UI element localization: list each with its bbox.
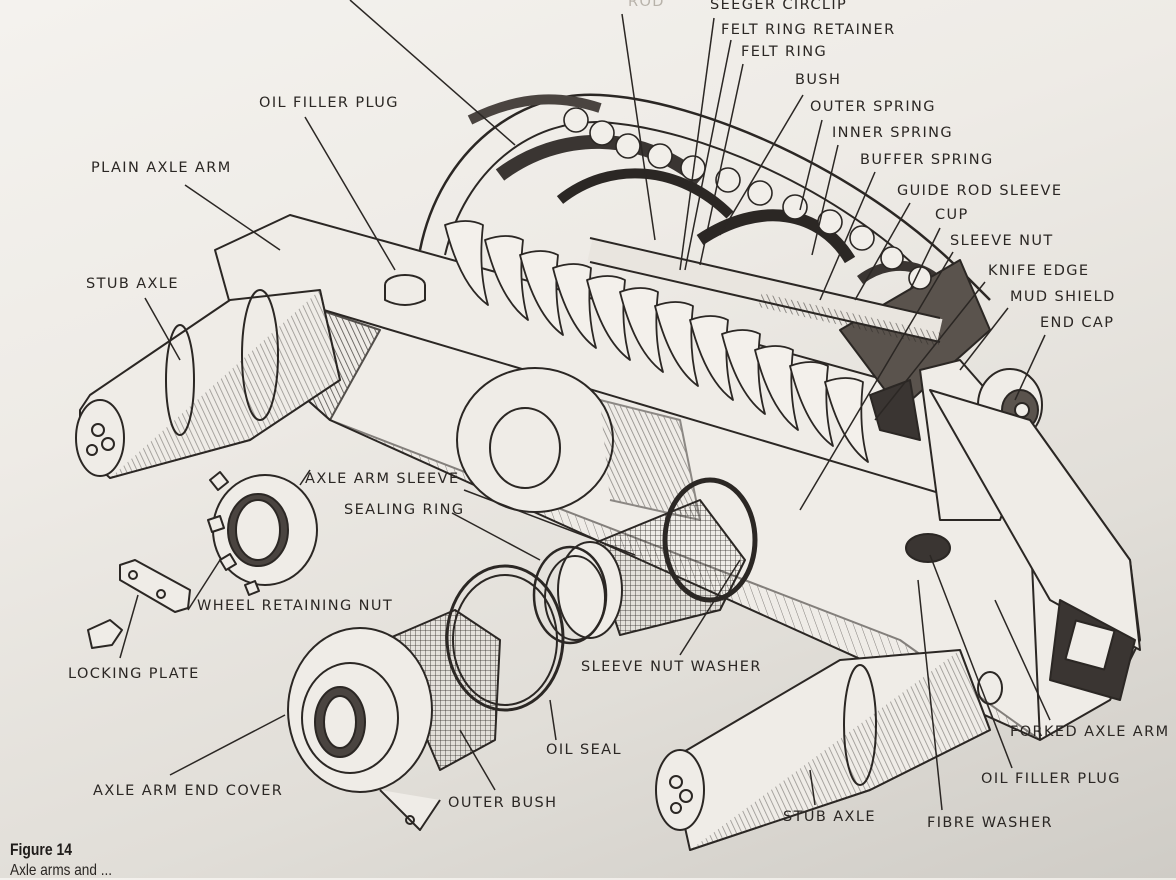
label-cup: CUP — [935, 207, 969, 223]
inner-spring-coils — [444, 220, 869, 463]
label-fibre-washer: FIBRE WASHER — [927, 815, 1054, 831]
label-stub-axle-left: STUB AXLE — [86, 276, 179, 292]
label-plain-axle-arm: PLAIN AXLE ARM — [91, 160, 232, 176]
label-axle-arm-end-cover: AXLE ARM END COVER — [93, 783, 284, 799]
label-knife-edge: KNIFE EDGE — [988, 263, 1090, 279]
label-end-cap: END CAP — [1040, 315, 1115, 331]
figure-caption: Axle arms and ... — [10, 862, 113, 879]
label-forked-axle-arm: FORKED AXLE ARM — [1010, 724, 1170, 740]
label-guide-rod-partial: ROD — [628, 0, 665, 10]
label-stub-axle-right: STUB AXLE — [783, 809, 876, 825]
locking-plate-part — [87, 559, 191, 649]
figure-number: Figure 14 — [10, 840, 72, 859]
label-sleeve-nut-washer: SLEEVE NUT WASHER — [581, 659, 762, 675]
leader-lines — [119, 0, 1051, 811]
axle-arm-sleeve-part — [456, 367, 701, 521]
label-inner-spring: INNER SPRING — [832, 125, 953, 141]
stub-axle-right-part — [655, 649, 991, 851]
label-outer-bush: OUTER BUSH — [448, 795, 558, 811]
label-guide-rod-sleeve: GUIDE ROD SLEEVE — [897, 183, 1063, 199]
forked-axle-arm-part — [905, 389, 1141, 705]
label-sealing-ring: SEALING RING — [344, 502, 465, 518]
label-bush: BUSH — [795, 72, 842, 88]
label-locking-plate: LOCKING PLATE — [68, 666, 200, 682]
outer-spring-coils — [563, 107, 932, 290]
oil-filler-plug-top-part — [384, 274, 426, 306]
label-seeger-circlip: SEEGER CIRCLIP — [710, 0, 848, 13]
label-mud-shield: MUD SHIELD — [1010, 289, 1116, 305]
label-sleeve-nut: SLEEVE NUT — [950, 233, 1054, 249]
end-cover-outer-bush — [287, 609, 501, 831]
sleeve-part — [557, 477, 758, 639]
label-buffer-spring: BUFFER SPRING — [860, 152, 994, 168]
label-axle-arm-sleeve: AXLE ARM SLEEVE — [305, 471, 460, 487]
guide-rod — [587, 237, 943, 347]
label-oil-filler-plug-top: OIL FILLER PLUG — [259, 95, 399, 111]
wheel-retaining-nut-part — [207, 471, 318, 596]
label-outer-spring: OUTER SPRING — [810, 99, 936, 115]
label-felt-ring-retainer: FELT RING RETAINER — [721, 22, 896, 38]
label-wheel-retaining-nut: WHEEL RETAINING NUT — [197, 598, 394, 614]
label-oil-seal: OIL SEAL — [546, 742, 622, 758]
label-oil-filler-plug-bottom: OIL FILLER PLUG — [981, 771, 1121, 787]
stub-axle-left-part — [75, 289, 341, 479]
label-felt-ring: FELT RING — [741, 44, 828, 60]
